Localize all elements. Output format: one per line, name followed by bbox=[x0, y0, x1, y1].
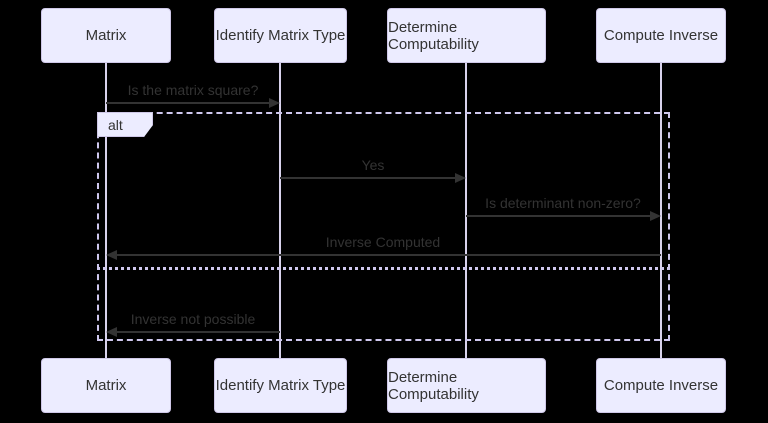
participant-identify-matrix-type-top: Identify Matrix Type bbox=[214, 8, 347, 63]
lifeline-identify-matrix-type bbox=[279, 63, 281, 358]
arrowhead-left-icon bbox=[106, 327, 117, 337]
participant-label: Compute Inverse bbox=[603, 377, 719, 394]
alt-frame bbox=[97, 112, 670, 341]
participant-matrix-top: Matrix bbox=[41, 8, 171, 63]
alt-else-divider bbox=[97, 267, 670, 270]
participant-determine-computability-bottom: Determine Computability bbox=[387, 358, 546, 413]
alt-frame-label: alt bbox=[97, 112, 153, 137]
message-label: Is the matrix square? bbox=[127, 82, 259, 98]
participant-label: Matrix bbox=[85, 377, 127, 394]
message-label: Inverse not possible bbox=[130, 311, 256, 327]
participant-determine-computability-top: Determine Computability bbox=[387, 8, 546, 63]
message-arrow-line bbox=[117, 254, 661, 256]
message-arrow-line bbox=[466, 215, 651, 217]
lifeline-compute-inverse bbox=[660, 63, 662, 358]
message-label: Inverse Computed bbox=[325, 234, 441, 250]
message-arrow-line bbox=[280, 177, 456, 179]
participant-label: Determine Computability bbox=[388, 368, 479, 403]
message-arrow-line bbox=[106, 102, 271, 104]
participant-label: Compute Inverse bbox=[603, 27, 719, 44]
participant-matrix-bottom: Matrix bbox=[41, 358, 171, 413]
arrowhead-right-icon bbox=[455, 173, 466, 183]
participant-label: Identify Matrix Type bbox=[215, 377, 346, 394]
message-arrow-line bbox=[117, 331, 280, 333]
arrowhead-right-icon bbox=[650, 211, 661, 221]
arrowhead-right-icon bbox=[269, 98, 280, 108]
participant-compute-inverse-bottom: Compute Inverse bbox=[596, 358, 726, 413]
message-label: Is determinant non-zero? bbox=[485, 195, 641, 211]
lifeline-matrix bbox=[105, 63, 107, 358]
participant-identify-matrix-type-bottom: Identify Matrix Type bbox=[214, 358, 347, 413]
arrowhead-left-icon bbox=[106, 250, 117, 260]
participant-label: Matrix bbox=[85, 27, 127, 44]
participant-compute-inverse-top: Compute Inverse bbox=[596, 8, 726, 63]
lifeline-determine-computability bbox=[465, 63, 467, 358]
alt-frame-label-text: alt bbox=[108, 116, 123, 133]
message-label: Yes bbox=[361, 157, 385, 173]
participant-label: Determine Computability bbox=[388, 18, 479, 53]
participant-label: Identify Matrix Type bbox=[215, 27, 346, 44]
